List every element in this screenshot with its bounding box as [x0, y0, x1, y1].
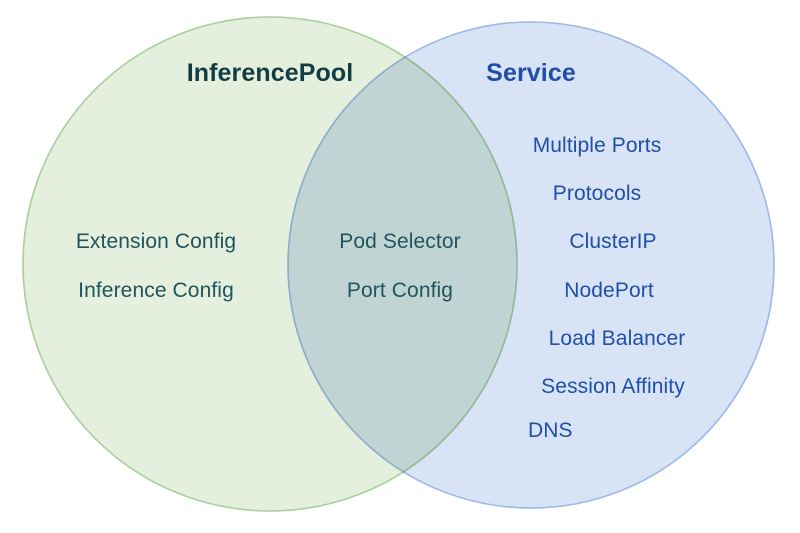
left-set-title: InferencePool [186, 59, 354, 87]
right-set-item-nodeport: NodePort [564, 279, 654, 302]
left-set-item-inference-config: Inference Config [78, 279, 234, 302]
left-set-item-extension-config: Extension Config [75, 230, 237, 253]
intersection-item-port-config: Port Config [346, 279, 454, 302]
right-circle-service [287, 21, 775, 509]
right-set-item-dns: DNS [528, 419, 573, 442]
right-set-item-protocols: Protocols [552, 182, 642, 205]
right-set-item-load-balancer: Load Balancer [548, 327, 686, 350]
intersection-item-pod-selector: Pod Selector [339, 230, 461, 253]
right-set-title: Service [486, 59, 576, 87]
right-set-item-session-affinity: Session Affinity [541, 375, 685, 398]
right-set-item-multiple-ports: Multiple Ports [532, 134, 662, 157]
right-set-item-clusterip: ClusterIP [569, 230, 657, 253]
